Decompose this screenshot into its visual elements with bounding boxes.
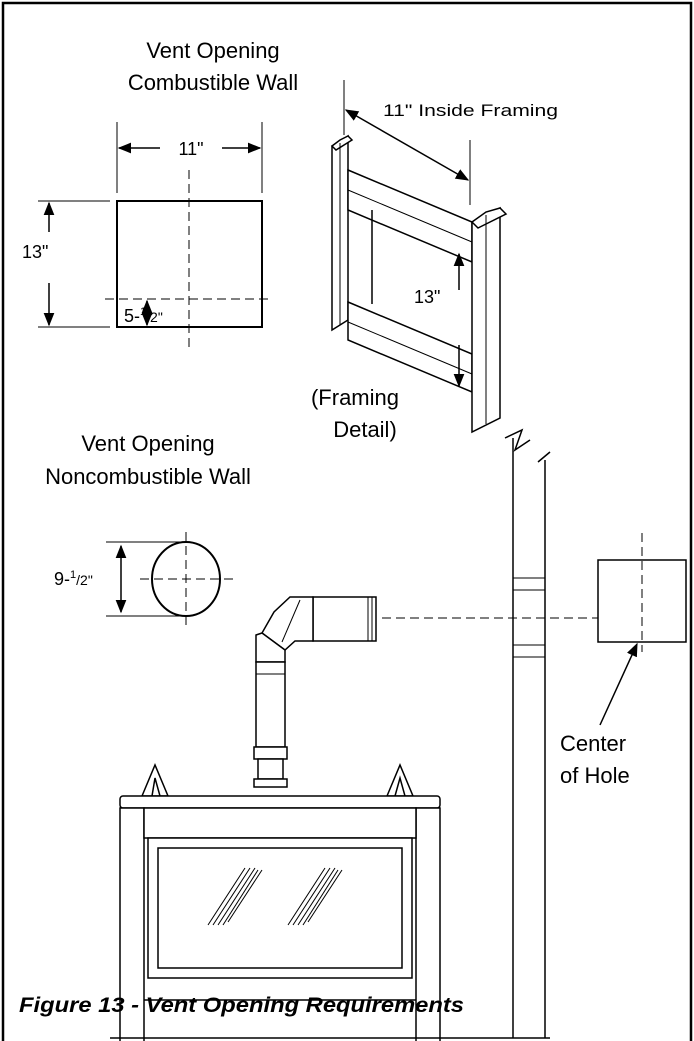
center-label-line1: Center	[560, 731, 626, 756]
combustible-square-opening	[116, 200, 263, 328]
fireplace-assembly	[119, 596, 441, 1041]
framing-height-label: 13"	[414, 287, 440, 307]
inside-framing-label: 11" Inside Framing	[383, 101, 558, 120]
noncombustible-opening: Vent Opening Noncombustible Wall 9-1/2"	[45, 431, 251, 628]
diameter-label: 9-1/2"	[54, 569, 93, 589]
framing-caption-line2: Detail)	[333, 417, 397, 442]
combustible-opening: Vent Opening Combustible Wall 11" 13" 5-…	[22, 38, 298, 348]
noncombustible-title-line2: Noncombustible Wall	[45, 464, 251, 489]
combustible-title-line1: Vent Opening	[146, 38, 279, 63]
center-pointer-arrow	[599, 642, 638, 726]
center-offset-label: 5-1/2"	[124, 306, 163, 326]
framing-caption-line1: (Framing	[311, 385, 399, 410]
glass-reflection-right	[287, 867, 343, 926]
framing-detail: 11" Inside Framing 13" (Framing Detail)	[311, 80, 558, 442]
inside-framing-dimension	[344, 109, 470, 181]
center-label-line2: of Hole	[560, 763, 630, 788]
glass-reflection-left	[207, 867, 263, 926]
wall-section	[110, 428, 551, 1039]
noncombustible-title-line1: Vent Opening	[81, 431, 214, 456]
combustible-title-line2: Combustible Wall	[128, 70, 298, 95]
center-of-hole: Center of Hole	[560, 533, 687, 788]
combustible-width-label: 11"	[178, 139, 203, 159]
combustible-height-label: 13"	[22, 242, 48, 262]
figure-caption: Figure 13 - Vent Opening Requirements	[19, 994, 464, 1017]
